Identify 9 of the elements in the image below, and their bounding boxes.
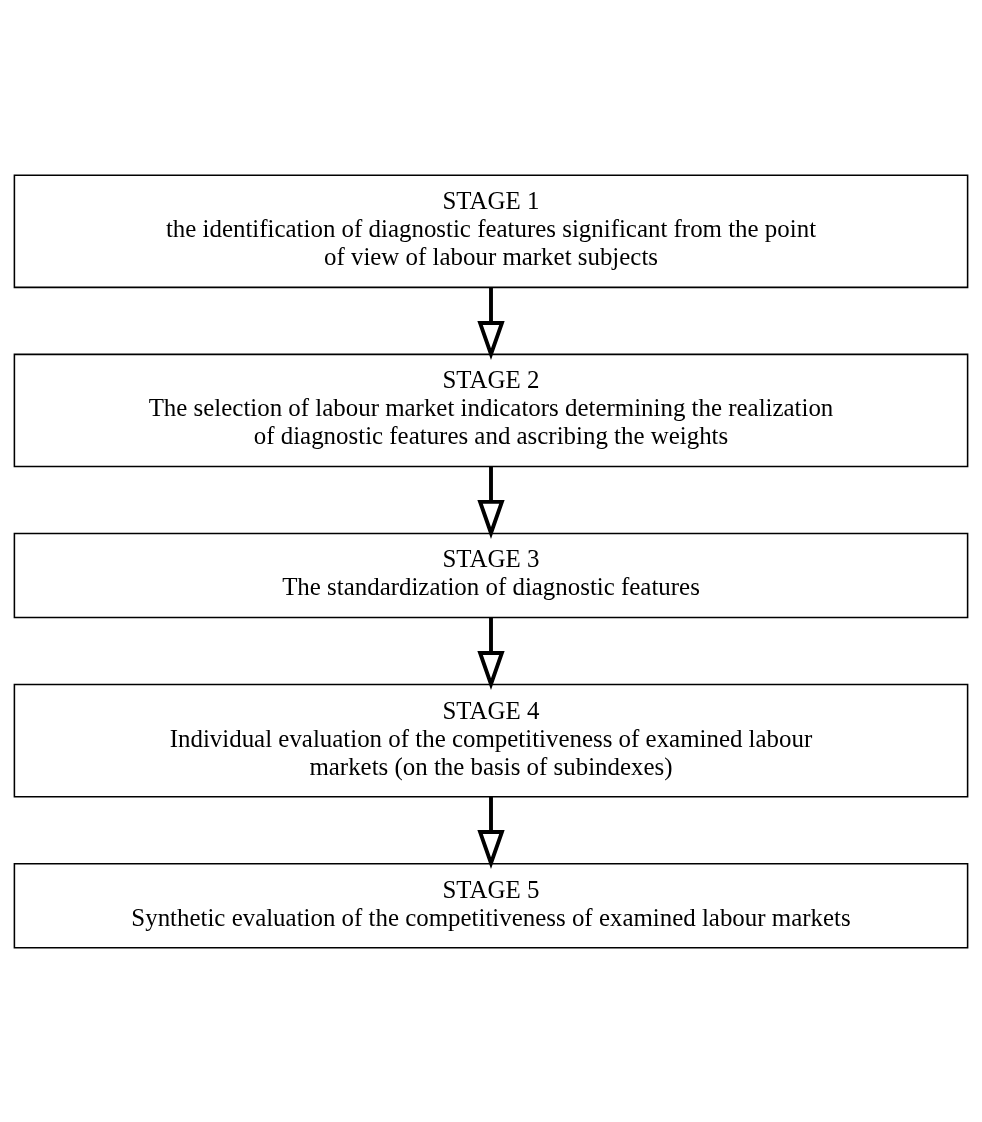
- node-box: STAGE 4 Individual evaluation of the competitiveness of examined labour markets (on the basis of subindexes): [13, 683, 969, 797]
- arrow: [477, 466, 505, 539]
- arrow: [477, 796, 505, 869]
- arrow: [477, 617, 505, 690]
- node-box: STAGE 5 Synthetic evaluation of the competitiveness of examined labour markets: [13, 862, 969, 949]
- node-box: STAGE 2 The selection of labour market indicators determining the realization of diagnostic features and ascribing the weights: [13, 353, 969, 467]
- node-box: STAGE 3 The standardization of diagnostic features: [13, 532, 969, 618]
- node-box: STAGE 1 the identification of diagnostic features significant from the point of view of labour market subjects: [13, 173, 969, 288]
- arrow: [477, 287, 505, 360]
